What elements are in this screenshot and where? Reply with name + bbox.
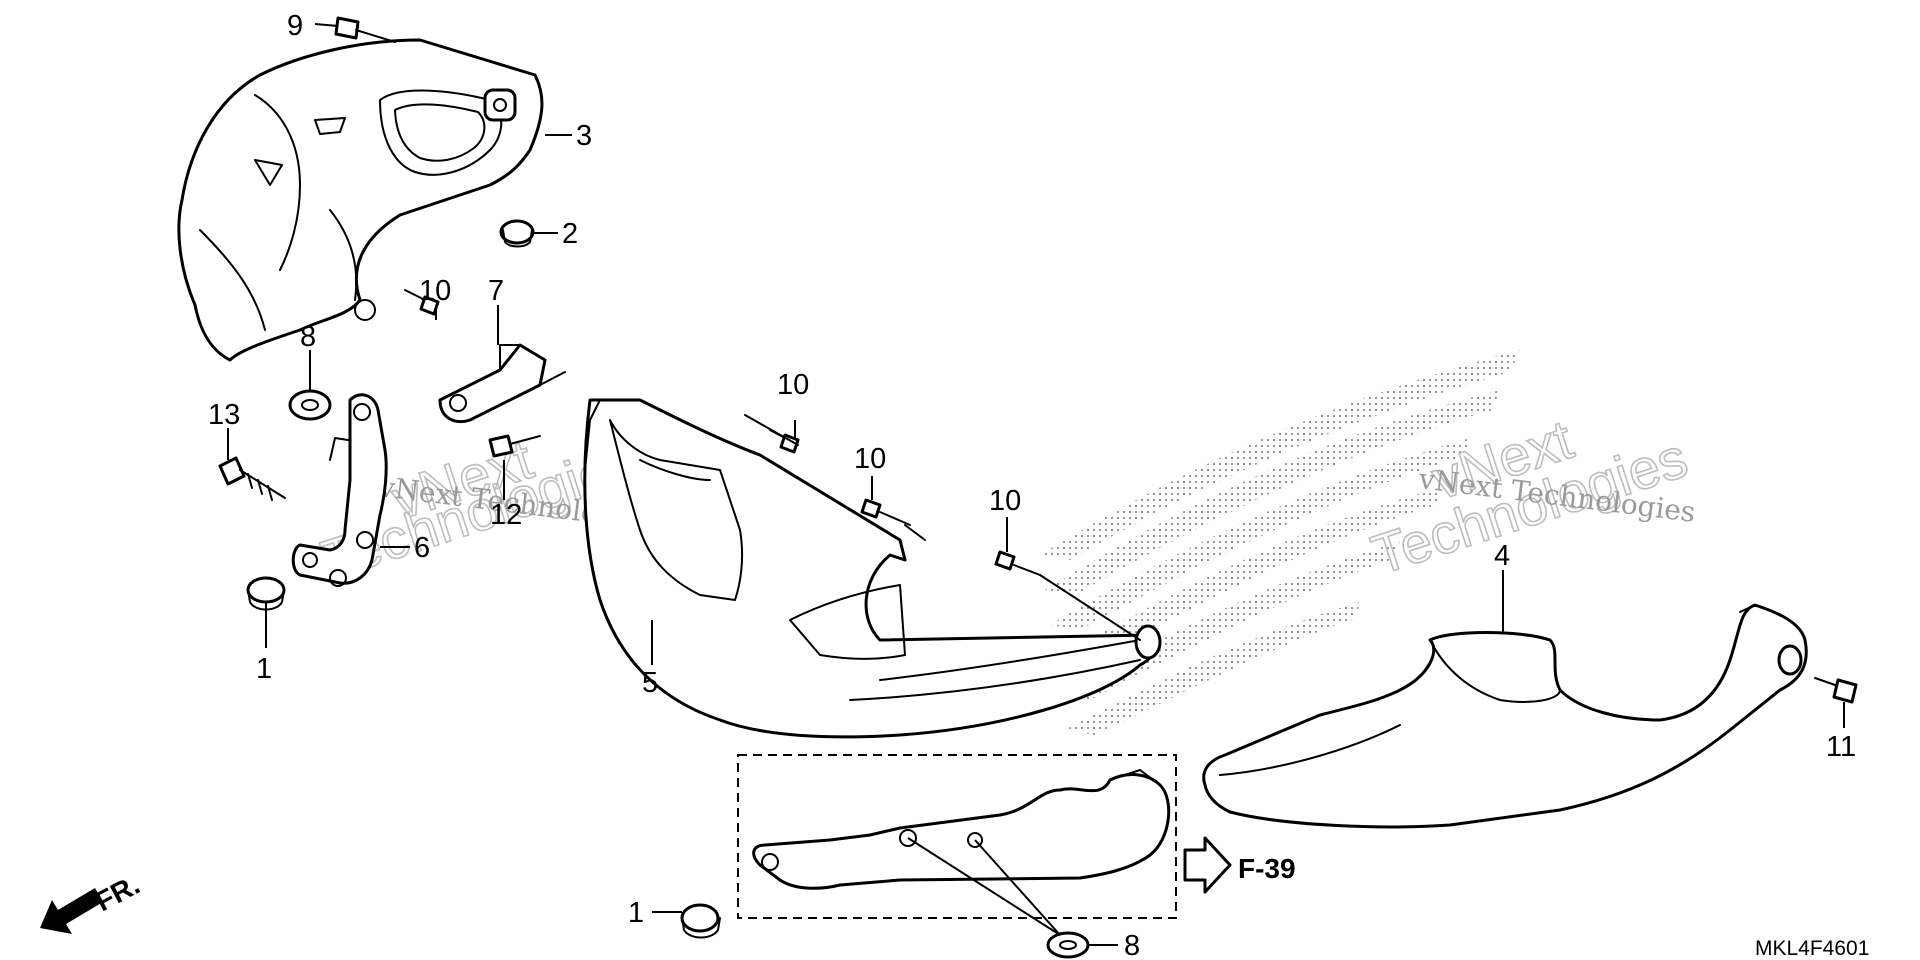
part-11-screw: [1814, 677, 1858, 704]
leader-lines: [227, 23, 1845, 946]
part-8-grommet-a: [288, 389, 332, 421]
callout-12: 12: [490, 499, 522, 531]
callout-1-a: 1: [256, 653, 272, 685]
part-4-under-cover: [1202, 603, 1808, 829]
callout-10-a: 10: [419, 275, 451, 307]
callout-10-d: 10: [989, 485, 1021, 517]
callouts: 9 3 2 10 7 8 13 6 12 1 5 10 10 10 4 11 1…: [208, 10, 1856, 960]
part-12-bolt: [488, 434, 541, 458]
callout-13: 13: [208, 399, 240, 431]
callout-3: 3: [576, 120, 592, 152]
reference-label: F-39: [1238, 853, 1296, 884]
front-arrow: FR.: [40, 869, 145, 934]
part-6-bracket: [291, 393, 388, 587]
front-label: FR.: [90, 869, 144, 918]
callout-9: 9: [287, 10, 303, 42]
part-3-inner-cover: [177, 38, 544, 362]
part-8-grommet-b: [1046, 931, 1090, 959]
part-10-screw-a: [404, 289, 440, 316]
part-9-screw: [334, 16, 396, 43]
part-1-grommet-b: [680, 903, 721, 939]
part-10-screw-c: [860, 498, 926, 541]
diagram-code: MKL4F4601: [1755, 937, 1869, 960]
callout-10-c: 10: [854, 443, 886, 475]
callout-2: 2: [562, 218, 578, 250]
part-10-screw-d: [994, 550, 1141, 641]
part-7-bracket: [438, 343, 566, 424]
callout-6: 6: [414, 532, 430, 564]
callout-1-b: 1: [628, 897, 644, 929]
callout-8-a: 8: [300, 321, 316, 353]
callout-5: 5: [642, 667, 658, 699]
callout-10-b: 10: [777, 369, 809, 401]
reference-box: [737, 754, 1177, 919]
part-10-screw-b: [744, 414, 800, 454]
callout-4: 4: [1494, 540, 1510, 572]
part-2-grommet: [499, 219, 535, 248]
part-13-bolt: [218, 456, 286, 501]
part-5-lower-cowl: [583, 398, 1162, 739]
callout-8-b: 8: [1124, 930, 1140, 960]
callout-7: 7: [488, 275, 504, 307]
callout-11: 11: [1826, 731, 1856, 763]
reference-arrow: F-39: [1183, 836, 1296, 894]
